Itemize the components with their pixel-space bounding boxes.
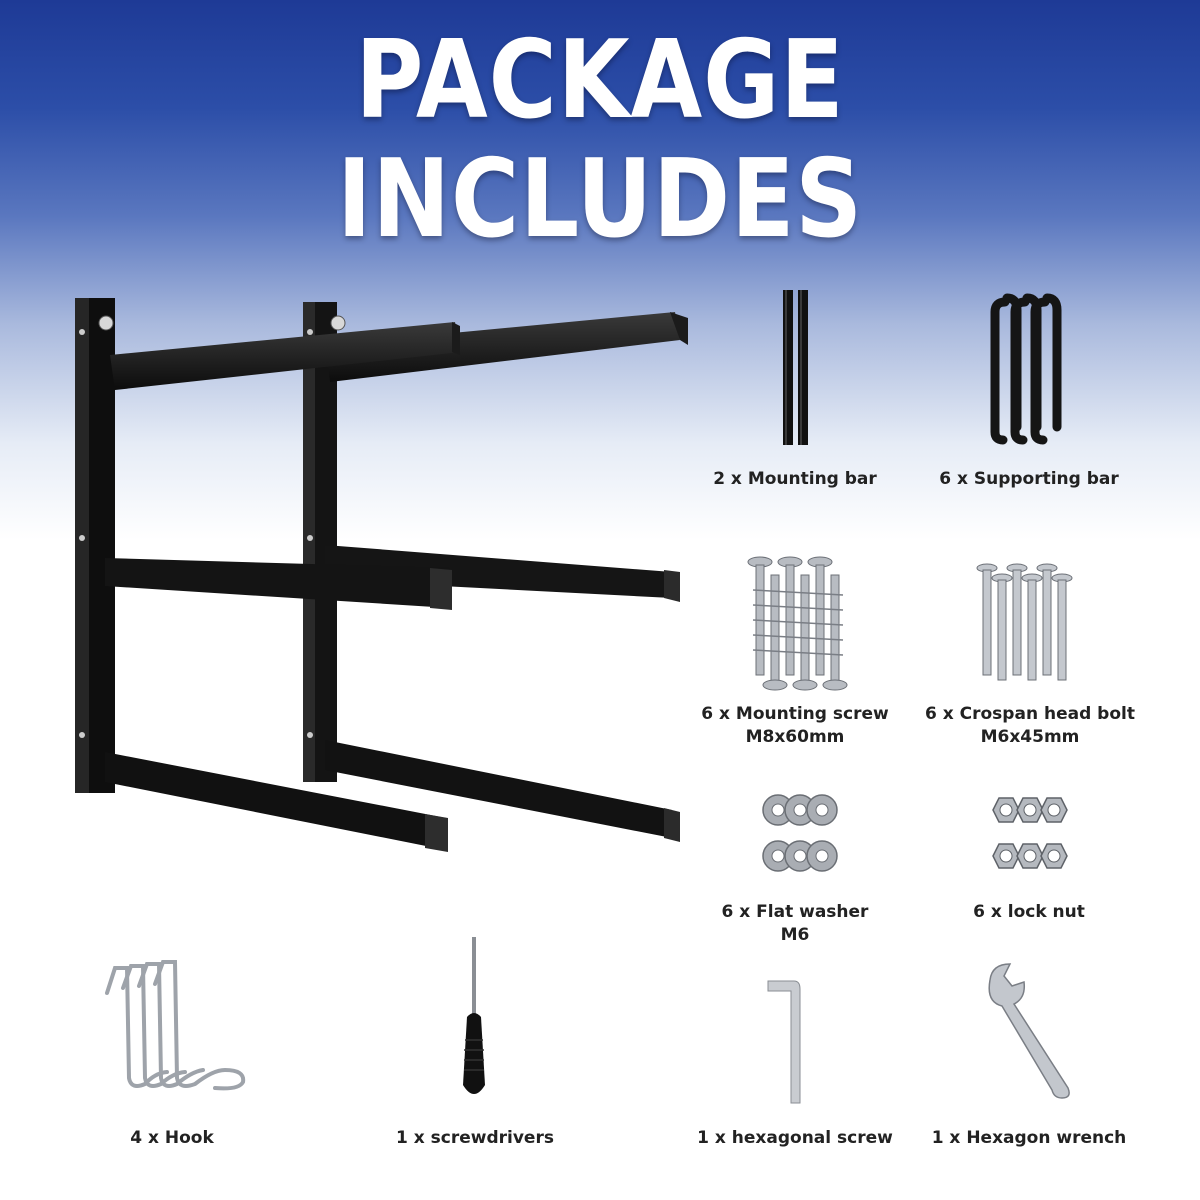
lock-nut-icon <box>992 797 1068 869</box>
caption-line: M6 <box>780 925 810 945</box>
mounting-bar-icon <box>783 290 808 445</box>
caption-line: 6 x Supporting bar <box>939 469 1119 489</box>
caption-supporting-bar: 6 x Supporting bar <box>920 468 1138 491</box>
hexagon-wrench-icon <box>988 963 1070 1099</box>
caption-lock-nut: 6 x lock nut <box>920 901 1138 924</box>
crospan-head-bolt-icon <box>976 563 1073 681</box>
caption-mounting-screw: 6 x Mounting screw M8x60mm <box>690 703 900 749</box>
caption-screwdriver: 1 x screwdrivers <box>370 1127 580 1150</box>
caption-line: 1 x screwdrivers <box>396 1128 554 1148</box>
supporting-bar-icon <box>990 293 1062 445</box>
caption-line: M8x60mm <box>745 727 845 747</box>
caption-line: 1 x hexagonal screw <box>697 1128 893 1148</box>
caption-line: 6 x lock nut <box>973 902 1085 922</box>
screwdriver-icon <box>463 937 485 1094</box>
caption-hook: 4 x Hook <box>72 1127 272 1150</box>
caption-mounting-bar: 2 x Mounting bar <box>690 468 900 491</box>
caption-line: 4 x Hook <box>130 1128 214 1148</box>
mounting-screw-icon <box>747 556 848 691</box>
flat-washer-icon <box>762 794 838 872</box>
caption-line: 2 x Mounting bar <box>713 469 877 489</box>
wall-rack-image <box>75 298 688 852</box>
caption-line: 6 x Flat washer <box>721 902 869 922</box>
hexagonal-screw-icon <box>767 980 801 1104</box>
caption-hexagonal-screw: 1 x hexagonal screw <box>690 1127 900 1150</box>
caption-line: 6 x Crospan head bolt <box>925 704 1135 724</box>
caption-line: 6 x Mounting screw <box>701 704 889 724</box>
caption-hexagon-wrench: 1 x Hexagon wrench <box>920 1127 1138 1150</box>
page-title: PACKAGE INCLUDES <box>336 18 864 262</box>
caption-crospan-head-bolt: 6 x Crospan head bolt M6x45mm <box>912 703 1148 749</box>
caption-flat-washer: 6 x Flat washer M6 <box>690 901 900 947</box>
caption-line: 1 x Hexagon wrench <box>931 1128 1127 1148</box>
hook-icon <box>105 960 246 1091</box>
caption-line: M6x45mm <box>980 727 1080 747</box>
